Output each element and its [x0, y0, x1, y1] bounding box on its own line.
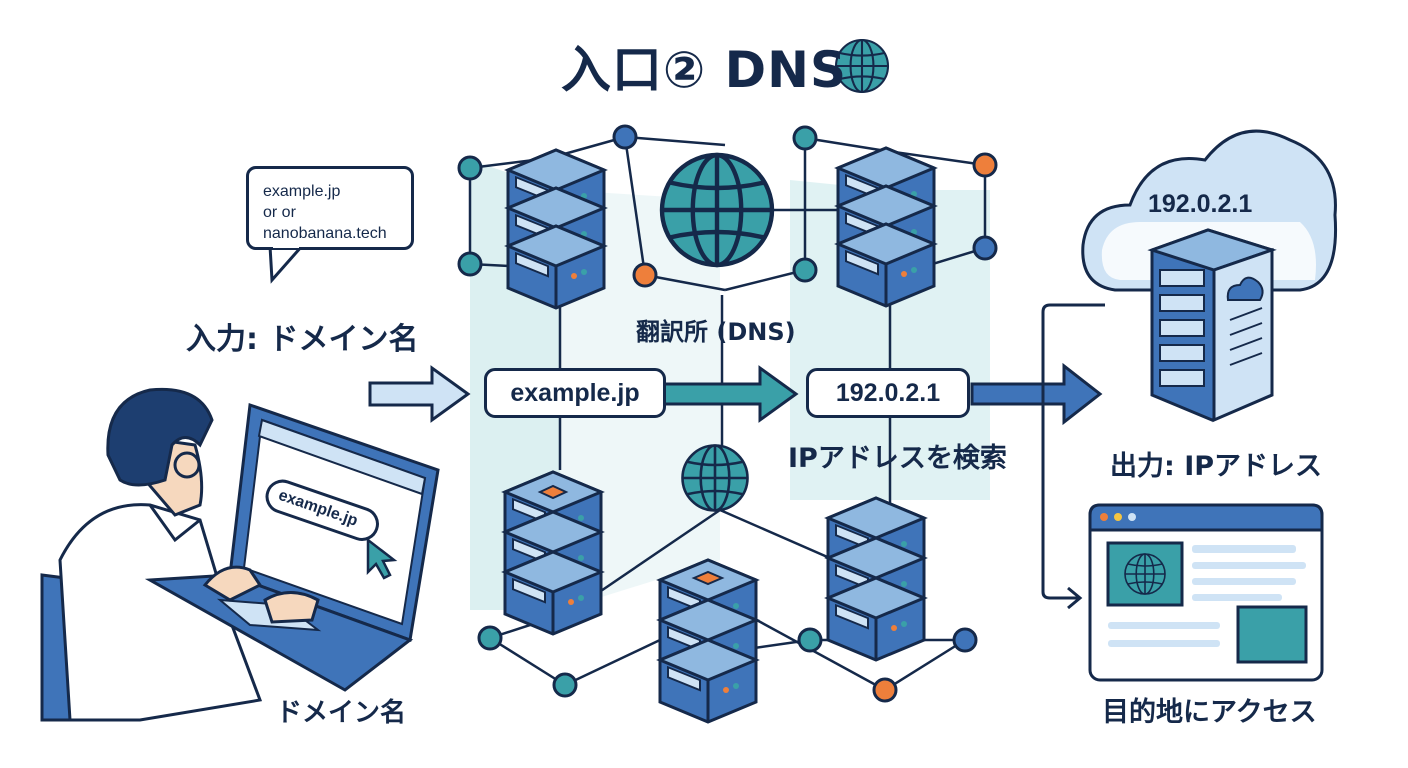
lookup-label: IPアドレスを検索 [788, 443, 1007, 474]
server-icon [826, 496, 926, 662]
input-label: 入力: ドメイン名 [186, 322, 419, 357]
result-pill: 192.0.2.1 [806, 368, 970, 418]
server-icon [658, 558, 758, 724]
server-icon [503, 470, 603, 636]
arrow-right-icon [662, 365, 799, 423]
bubble-tail [268, 245, 304, 284]
person-with-laptop [40, 387, 440, 722]
page-title: 入口② DNS [560, 41, 848, 99]
bubble-line: example.jp [263, 183, 341, 200]
browser-window-icon [1088, 503, 1324, 682]
server-icon [836, 146, 936, 308]
output-label: 出力: IPアドレス [1110, 451, 1323, 482]
arrow-right-icon [970, 362, 1103, 426]
network-nodes [457, 124, 998, 703]
globe-icon [662, 155, 772, 265]
bubble-line: or or [263, 204, 296, 221]
server-icon [506, 148, 606, 310]
cursor-icon [366, 537, 398, 580]
cloud-ip: 192.0.2.1 [1148, 190, 1253, 218]
arrow-right-icon [368, 365, 471, 423]
server-icon [1147, 228, 1277, 423]
person-label: ドメイン名 [276, 698, 407, 728]
query-pill: example.jp [484, 368, 666, 418]
access-label: 目的地にアクセス [1102, 697, 1317, 728]
bubble-line: nanobanana.tech [263, 225, 387, 242]
connector-line [1041, 303, 1105, 600]
globe-icon [681, 444, 749, 512]
input-bubble: example.jp or or nanobanana.tech [246, 166, 414, 250]
translator-label: 翻訳所 (DNS) [636, 318, 796, 346]
